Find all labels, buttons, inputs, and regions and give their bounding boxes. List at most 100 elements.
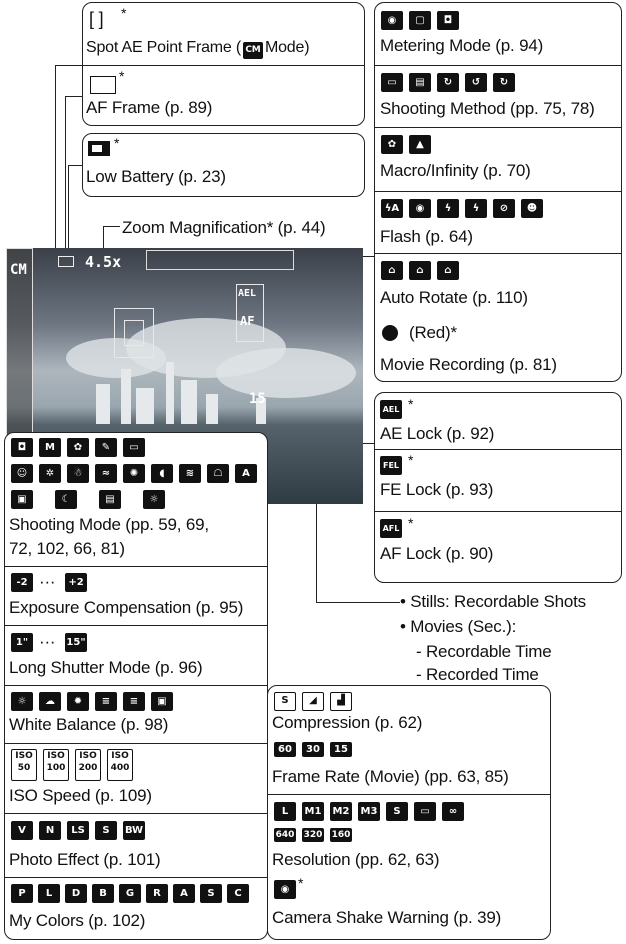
exposure-label: Exposure Compensation (p. 95) xyxy=(9,598,243,618)
flash-label: Flash (p. 64) xyxy=(380,227,473,247)
frame-rate-icons: 60 30 15 xyxy=(274,742,352,757)
exposure-plus-icon: +2 xyxy=(65,573,87,592)
self-timer-2-icon: ↺ xyxy=(465,73,487,92)
portrait-icon: ☺ xyxy=(11,464,33,483)
res-m2-icon: M2 xyxy=(330,802,352,821)
resolution-label: Resolution (pp. 62, 63) xyxy=(272,850,439,870)
divider xyxy=(5,877,267,878)
rotate-right-icon: ⌂ xyxy=(437,261,459,280)
battery-icon xyxy=(88,141,110,156)
recordable-time-note: - Recordable Time xyxy=(416,642,552,662)
iso-value: 200 xyxy=(79,763,98,773)
my-colors-g-icon: G xyxy=(119,884,141,903)
my-colors-label: My Colors (p. 102) xyxy=(9,911,145,931)
metering-icons: ◉▢◘ xyxy=(381,11,459,30)
foliage-icon: ✲ xyxy=(39,464,61,483)
my-colors-mode-icon: ▤ xyxy=(99,490,121,509)
lock-callout: AEL * AE Lock (p. 92) FEL * FE Lock (p. … xyxy=(374,392,622,583)
iso-icons: ISO50 ISO100 ISO200 ISO400 xyxy=(11,749,133,781)
iso-value: 50 xyxy=(18,763,31,773)
metering-label: Metering Mode (p. 94) xyxy=(380,36,543,56)
flash-slow-icon: ϟ xyxy=(465,199,487,218)
compression-label: Compression (p. 62) xyxy=(272,713,422,733)
frame-rate-15-icon: 15 xyxy=(330,742,352,757)
photo-effect-label: Photo Effect (p. 101) xyxy=(9,850,160,870)
battery-callout: * Low Battery (p. 23) xyxy=(82,133,365,197)
lcd-battery-icon xyxy=(58,256,74,267)
wb-fluorescent-h-icon: ≡ xyxy=(123,692,145,711)
divider xyxy=(375,449,621,450)
resolution-icons: L M1 M2 M3 S ▭ ∞ xyxy=(274,802,464,821)
my-colors-r-icon: R xyxy=(146,884,168,903)
asterisk: * xyxy=(121,5,126,21)
my-colors-s-icon: S xyxy=(200,884,222,903)
building xyxy=(166,362,174,424)
auto-mode-icon: ◘ xyxy=(11,438,33,457)
divider xyxy=(5,813,267,814)
res-160-icon: 160 xyxy=(330,828,352,842)
asterisk: * xyxy=(119,68,124,84)
red-label: (Red)* xyxy=(409,323,457,343)
lcd-zoom-value: 4.5x xyxy=(85,253,121,271)
fe-lock-icon: FEL xyxy=(380,456,402,475)
shooting-mode-label-2: 72, 102, 66, 81) xyxy=(9,539,125,559)
spot-ae-text: Spot AE Point Frame ( xyxy=(86,39,241,56)
single-shot-icon: ▭ xyxy=(381,73,403,92)
building xyxy=(181,380,197,424)
widescreen-icon: ∞ xyxy=(442,802,464,821)
superfine-icon: S xyxy=(274,692,296,711)
stills-note: • Stills: Recordable Shots xyxy=(400,592,586,612)
lcd-top-icons xyxy=(146,250,294,270)
continuous-icon: ▤ xyxy=(409,73,431,92)
movie-resolution-icons: 640 320 160 xyxy=(274,828,352,842)
building xyxy=(206,394,218,424)
af-lock-label: AF Lock (p. 90) xyxy=(380,544,493,564)
asterisk: * xyxy=(298,875,303,891)
neutral-icon: N xyxy=(39,821,61,840)
low-sharpening-icon: LS xyxy=(67,821,89,840)
iso-label: ISO Speed (p. 109) xyxy=(9,786,152,806)
divider xyxy=(375,191,621,192)
lcd-mode-icon: CM xyxy=(10,262,27,278)
my-colors-c-icon: C xyxy=(227,884,249,903)
my-colors-l-icon: L xyxy=(38,884,60,903)
res-l-icon: L xyxy=(274,802,296,821)
shooting-mode-icons-row1: ◘M✿✎▭ xyxy=(11,438,145,457)
movies-note: • Movies (Sec.): xyxy=(400,617,516,637)
cloud xyxy=(216,348,356,398)
af-frame-icon xyxy=(90,76,116,94)
color-accent-icon: ✎ xyxy=(95,438,117,457)
snow-icon: ☃ xyxy=(67,464,89,483)
spot-metering-icon: ◘ xyxy=(437,11,459,30)
kids-pets-icon: A xyxy=(235,464,257,483)
macro-icons: ✿▲ xyxy=(381,135,431,154)
shutter-1s-icon: 1" xyxy=(11,633,33,652)
res-640-icon: 640 xyxy=(274,828,296,842)
divider xyxy=(375,253,621,254)
ae-lock-label: AE Lock (p. 92) xyxy=(380,424,494,444)
iso-tag: ISO xyxy=(15,751,32,761)
center-weighted-metering-icon: ▢ xyxy=(409,11,431,30)
auto-rotate-label: Auto Rotate (p. 110) xyxy=(380,288,528,308)
spot-frame-symbol: [ ] xyxy=(89,9,103,30)
iso-value: 100 xyxy=(47,763,66,773)
self-timer-10-icon: ↻ xyxy=(437,73,459,92)
bottom-right-callout: S◢▟ Compression (p. 62) 60 30 15 Frame R… xyxy=(267,685,551,940)
frame-rate-label: Frame Rate (Movie) (pp. 63, 85) xyxy=(272,767,509,787)
divider xyxy=(5,743,267,744)
bw-icon: BW xyxy=(123,821,145,840)
macro-flower-icon: ✿ xyxy=(381,135,403,154)
stitch-assist-icon: ▭ xyxy=(123,438,145,457)
wb-cloudy-icon: ☁ xyxy=(39,692,61,711)
wb-fluorescent-icon: ≡ xyxy=(95,692,117,711)
low-battery-label: Low Battery (p. 23) xyxy=(86,167,226,187)
building xyxy=(121,369,131,424)
res-320-icon: 320 xyxy=(302,828,324,842)
af-lock-icon: AFL xyxy=(380,519,402,538)
my-colors-p-icon: P xyxy=(11,884,33,903)
exposure-dots: ··· xyxy=(39,572,55,592)
long-shutter-label: Long Shutter Mode (p. 96) xyxy=(9,658,202,678)
